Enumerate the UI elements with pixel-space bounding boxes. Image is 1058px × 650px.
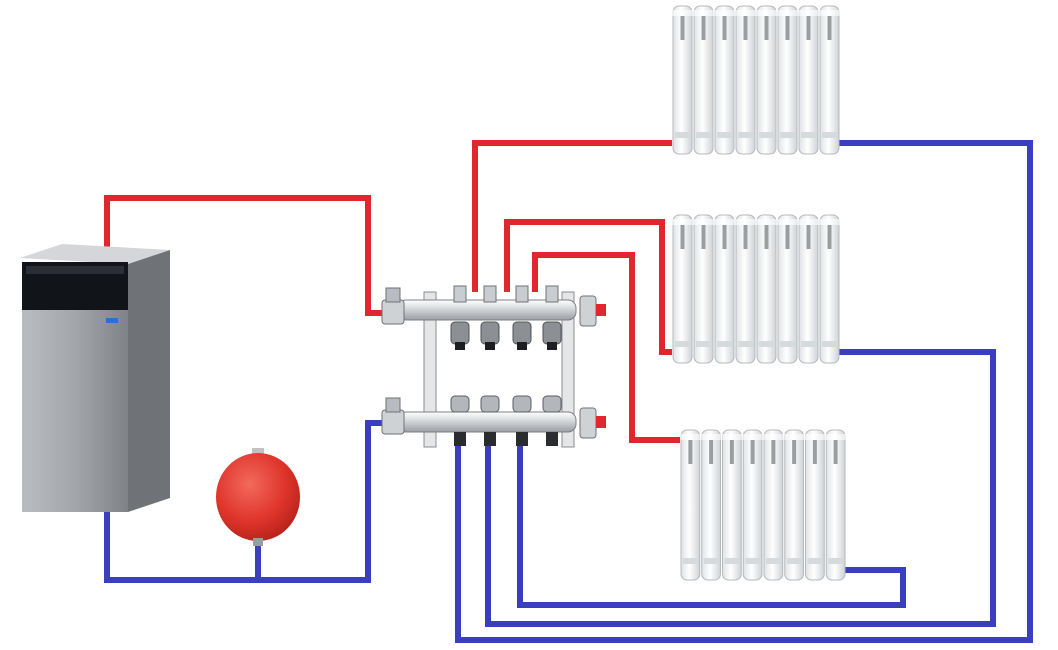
return-pipe-radiator-top [455,140,1033,643]
supply-outlet-valve [512,285,532,350]
manifold-bracket-left [423,291,437,448]
return-pipe-radiator-bottom [517,440,906,608]
manifold-supply-outlets [450,285,562,350]
manifold [381,285,606,448]
radiator-section [756,5,777,155]
radiator-section [798,5,819,155]
radiator-section [672,5,693,155]
manifold-return-outlets [450,395,562,446]
radiator-section [735,214,756,364]
return-pipes [104,140,1033,643]
return-pipe-radiator-middle [485,349,996,627]
supply-pipes [104,140,680,443]
manifold-supply-inlet-valve [381,287,405,325]
radiator-section [805,429,825,581]
radiator-middle [672,214,840,364]
manifold-return-inlet-valve [381,397,405,435]
manifold-bracket-right [561,291,575,448]
radiator-section [714,5,735,155]
manifold-air-vent-top [579,295,606,327]
return-pipe-boiler [104,420,392,583]
boiler-side [128,250,170,512]
supply-outlet-valve [542,285,562,350]
radiator-section [680,429,701,581]
supply-pipe-radiator-bottom [532,252,680,443]
radiator-section [714,214,735,364]
return-outlet-valve [480,395,500,446]
radiator-section [825,429,846,581]
boiler-badge [106,318,118,323]
manifold-return-bar [397,411,577,433]
radiator-section [693,214,714,364]
supply-outlet-valve [450,285,470,350]
expansion-tank-outlet [253,538,263,546]
expansion-tank-body [216,453,300,541]
radiator-section [756,214,777,364]
manifold-air-vent-bottom [579,407,606,439]
radiator-section [784,429,804,581]
boiler-top [20,244,170,264]
return-outlet-valve [512,395,532,446]
radiator-section [742,429,763,581]
expansion-tank [216,448,300,546]
radiator-section [777,214,798,364]
radiator-section [819,5,840,155]
boiler [20,244,170,512]
manifold-supply-bar [397,299,577,321]
radiator-section [722,429,742,581]
radiator-section [672,214,693,364]
radiator-section [735,5,756,155]
return-outlet-valve [450,395,470,446]
return-outlet-valve [542,395,562,446]
radiator-section [819,214,840,364]
supply-pipe-radiator-middle [504,219,672,355]
radiator-section [777,5,798,155]
radiator-section [763,429,784,581]
radiator-top [672,5,840,155]
radiator-section [701,429,721,581]
radiator-bottom [680,429,846,581]
boiler-panel-sheen [26,266,124,274]
supply-pipe-radiator-top [472,140,672,292]
radiator-section [798,214,819,364]
supply-outlet-valve [480,285,500,350]
radiator-section [693,5,714,155]
supply-pipe-boiler [104,195,392,316]
